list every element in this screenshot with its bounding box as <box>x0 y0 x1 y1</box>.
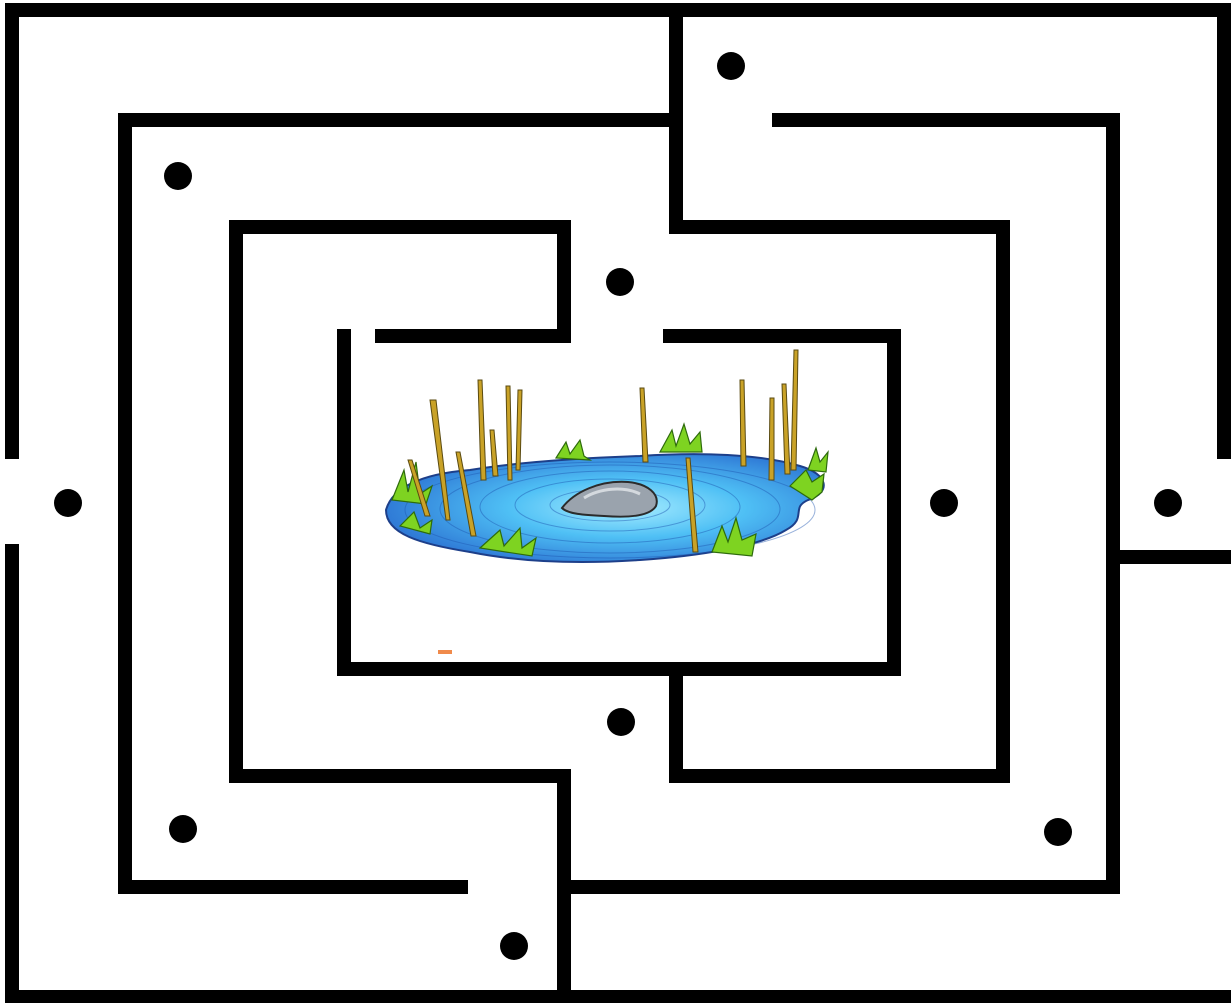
marker-dot <box>1154 489 1182 517</box>
accent-mark <box>438 650 452 654</box>
marker-dot <box>54 489 82 517</box>
marker-dot <box>717 52 745 80</box>
pond-icon <box>386 350 828 562</box>
marker-dot <box>164 162 192 190</box>
marker-dot <box>169 815 197 843</box>
marker-dot <box>1044 818 1072 846</box>
marker-dot <box>500 932 528 960</box>
marker-dot <box>930 489 958 517</box>
marker-dot <box>607 708 635 736</box>
marker-dot <box>606 268 634 296</box>
